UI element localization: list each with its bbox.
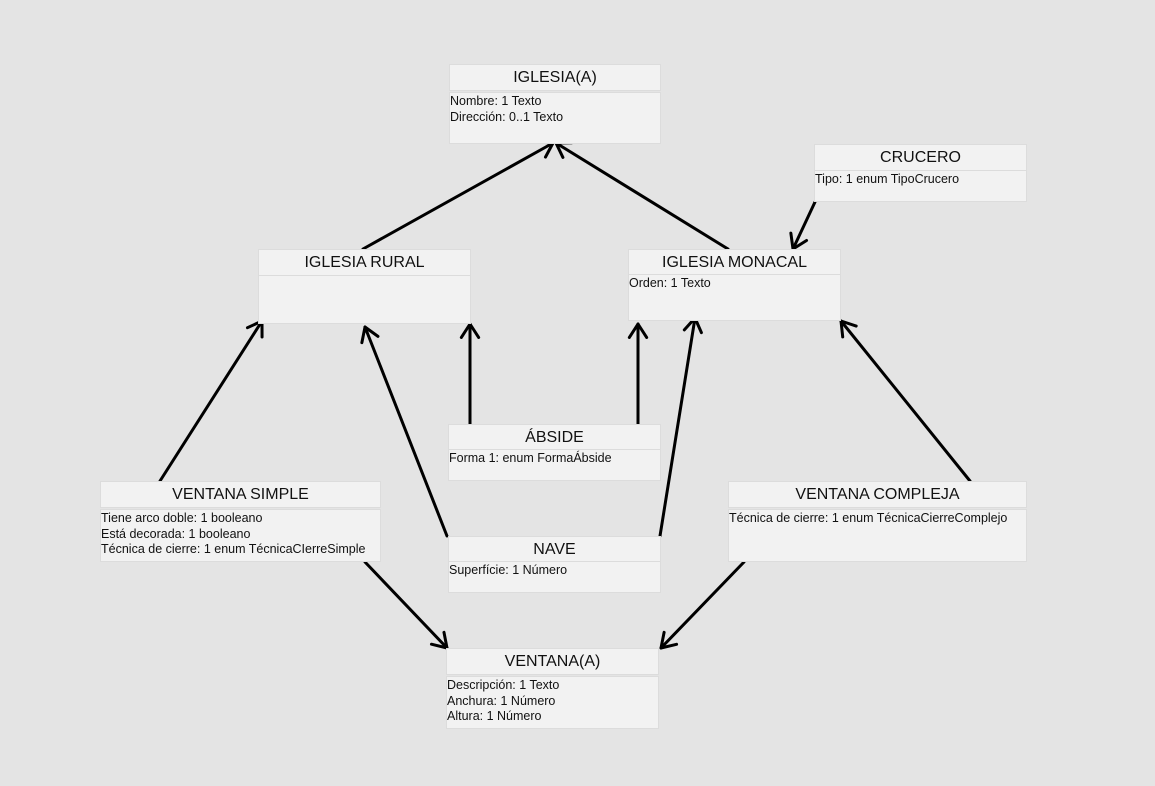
class-attributes: Forma 1: enum FormaÁbside: [448, 449, 661, 481]
class-attributes: Superfície: 1 Número: [448, 561, 661, 593]
relation-arrow-iglesia-rural-to-iglesia: [361, 140, 555, 251]
relation-arrow-crucero-to-iglesia-monacal: [789, 200, 817, 251]
class-iglesia-rural[interactable]: IGLESIA RURAL: [258, 249, 471, 324]
arrow-head-icon: [459, 322, 481, 339]
relation-arrow-ventana-simple-to-ventana: [363, 560, 449, 650]
class-attributes: Descripción: 1 Texto Anchura: 1 Número A…: [446, 676, 659, 729]
class-attributes: Tipo: 1 enum TipoCrucero: [814, 170, 1027, 202]
relation-arrow-abside-to-iglesia-monacal: [627, 322, 649, 426]
class-ventana-compleja[interactable]: VENTANA COMPLEJA Técnica de cierre: 1 en…: [728, 481, 1027, 562]
class-attributes: Orden: 1 Texto: [628, 274, 841, 321]
class-title: VENTANA SIMPLE: [100, 481, 381, 508]
relation-arrow-ventana-simple-to-iglesia-rural: [158, 319, 264, 483]
class-attributes: [258, 275, 471, 324]
arrow-shaft: [158, 319, 264, 483]
class-attribute: Altura: 1 Número: [447, 709, 542, 723]
class-title: NAVE: [448, 536, 661, 563]
class-title: CRUCERO: [814, 144, 1027, 171]
class-attribute: Nombre: 1 Texto: [450, 94, 542, 108]
relation-arrow-ventana-compleja-to-iglesia-monacal: [839, 319, 972, 483]
arrow-shaft: [839, 319, 972, 483]
arrow-shaft: [361, 141, 555, 251]
class-abside[interactable]: ÁBSIDE Forma 1: enum FormaÁbside: [448, 424, 661, 481]
class-attribute: Técnica de cierre: 1 enum TécnicaCierreC…: [729, 511, 1008, 525]
arrow-shaft: [363, 325, 449, 538]
class-attribute: Anchura: 1 Número: [447, 693, 556, 708]
class-title: IGLESIA(A): [449, 64, 661, 91]
class-title: VENTANA COMPLEJA: [728, 481, 1027, 508]
class-iglesia-monacal[interactable]: IGLESIA MONACAL Orden: 1 Texto: [628, 249, 841, 321]
class-attributes: Técnica de cierre: 1 enum TécnicaCierreC…: [728, 509, 1027, 562]
arrow-shaft: [659, 560, 746, 650]
arrow-head-icon: [360, 325, 380, 345]
class-attribute: Tipo: 1 enum TipoCrucero: [815, 172, 960, 186]
class-title: IGLESIA RURAL: [258, 249, 471, 276]
relation-arrow-abside-to-iglesia-rural: [459, 322, 481, 426]
arrow-head-icon: [659, 630, 679, 650]
class-ventana-simple[interactable]: VENTANA SIMPLE Tiene arco doble: 1 boole…: [100, 481, 381, 562]
class-attribute: Dirección: 0..1 Texto: [450, 109, 564, 124]
class-crucero[interactable]: CRUCERO Tipo: 1 enum TipoCrucero: [814, 144, 1027, 202]
relation-arrow-nave-to-iglesia-monacal: [658, 316, 703, 538]
arrow-head-icon: [627, 322, 649, 339]
class-iglesia[interactable]: IGLESIA(A) Nombre: 1 Texto Dirección: 0.…: [449, 64, 661, 144]
relation-arrow-iglesia-monacal-to-iglesia: [554, 141, 730, 251]
class-attribute: Descripción: 1 Texto: [447, 678, 560, 692]
relation-arrow-nave-to-iglesia-rural: [360, 325, 449, 538]
class-attribute: Orden: 1 Texto: [629, 276, 711, 290]
arrow-shaft: [554, 141, 730, 251]
class-attributes: Nombre: 1 Texto Dirección: 0..1 Texto: [449, 92, 661, 144]
arrow-shaft: [791, 200, 817, 251]
class-attribute: Técnica de cierre: 1 enum TécnicaCIerreS…: [101, 542, 366, 556]
relation-arrow-ventana-compleja-to-ventana: [659, 560, 746, 650]
class-attribute: Forma 1: enum FormaÁbside: [449, 451, 612, 465]
class-title: IGLESIA MONACAL: [628, 249, 841, 276]
class-attribute: Está decorada: 1 booleano: [101, 526, 251, 541]
class-attributes: Tiene arco doble: 1 booleano Está decora…: [100, 509, 381, 562]
class-ventana[interactable]: VENTANA(A) Descripción: 1 Texto Anchura:…: [446, 648, 659, 729]
arrow-shaft: [363, 560, 449, 650]
class-nave[interactable]: NAVE Superfície: 1 Número: [448, 536, 661, 593]
class-attribute: Superfície: 1 Número: [449, 563, 568, 577]
class-title: VENTANA(A): [446, 648, 659, 675]
arrow-shaft: [658, 316, 697, 538]
arrow-head-icon: [839, 319, 858, 339]
class-title: ÁBSIDE: [448, 424, 661, 451]
class-attribute: Tiene arco doble: 1 booleano: [101, 511, 263, 525]
